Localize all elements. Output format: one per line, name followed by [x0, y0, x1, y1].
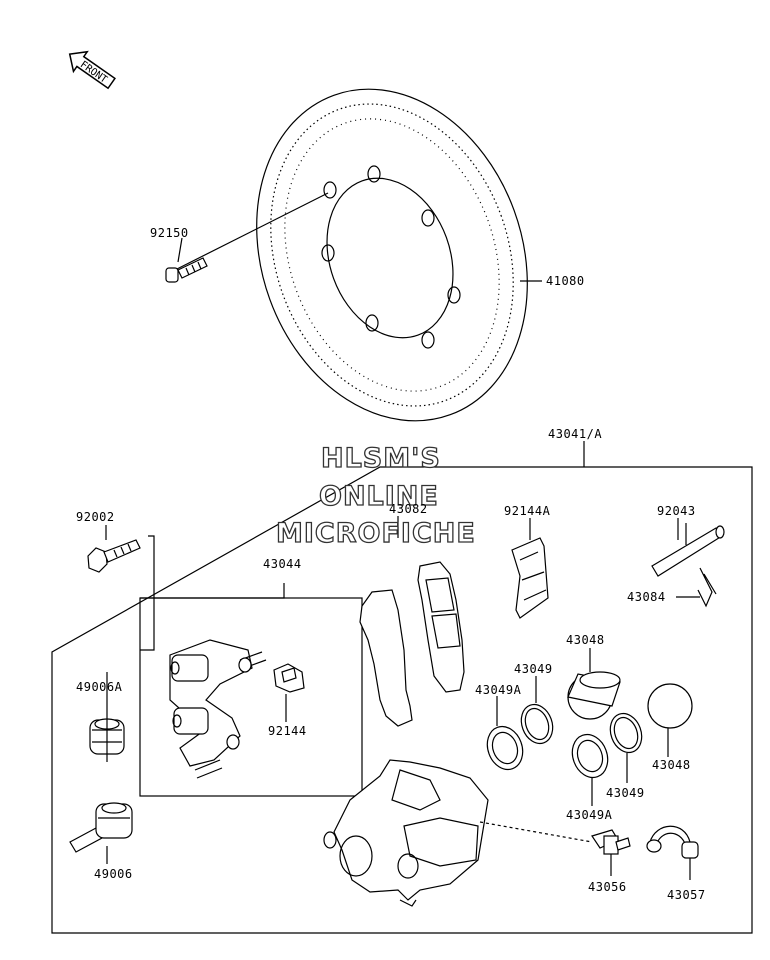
- caliper-body: [323, 759, 593, 907]
- front-arrow-icon: FRONT: [68, 50, 116, 90]
- label-43049A-bottom: 43049A: [566, 808, 613, 822]
- label-92150: 92150: [150, 226, 189, 240]
- label-92144A: 92144A: [504, 504, 551, 518]
- label-43084: 43084: [627, 590, 666, 604]
- watermark-line-3: MICROFICHE: [275, 517, 476, 549]
- piston-top: [567, 648, 621, 720]
- label-41080: 41080: [546, 274, 585, 288]
- label-43048-bottom: 43048: [652, 758, 691, 772]
- label-92043: 92043: [657, 504, 696, 518]
- pin-boot: [69, 802, 133, 853]
- brake-disc: [256, 88, 528, 422]
- label-43048-top: 43048: [566, 633, 605, 647]
- label-43082: 43082: [389, 502, 428, 516]
- piston-seals: [486, 676, 643, 806]
- label-43049-top: 43049: [514, 662, 553, 676]
- bleeder-valve: [591, 829, 631, 876]
- brake-pads: [359, 561, 465, 727]
- pad-pin: [651, 523, 725, 577]
- pad-spring-small: [273, 663, 305, 693]
- caliper-bracket: [169, 639, 267, 779]
- label-43056: 43056: [588, 880, 627, 894]
- label-43041A: 43041/A: [548, 427, 603, 441]
- label-43057: 43057: [667, 888, 706, 902]
- piston-bottom: [647, 683, 693, 757]
- disc-bolt: [165, 192, 329, 283]
- label-49006: 49006: [94, 867, 133, 881]
- label-43049-bottom: 43049: [606, 786, 645, 800]
- label-49006A: 49006A: [76, 680, 123, 694]
- label-43049A-top: 43049A: [475, 683, 522, 697]
- bleeder-cap: [646, 825, 699, 880]
- pad-spring: [511, 537, 549, 619]
- caliper-bolt: [87, 539, 141, 573]
- label-92144: 92144: [268, 724, 307, 738]
- label-92002: 92002: [76, 510, 115, 524]
- watermark-line-1: HLSM'S: [320, 442, 441, 474]
- pin-clip: [676, 567, 717, 608]
- watermark-line-2: ONLINE: [318, 480, 439, 512]
- label-43044: 43044: [263, 557, 302, 571]
